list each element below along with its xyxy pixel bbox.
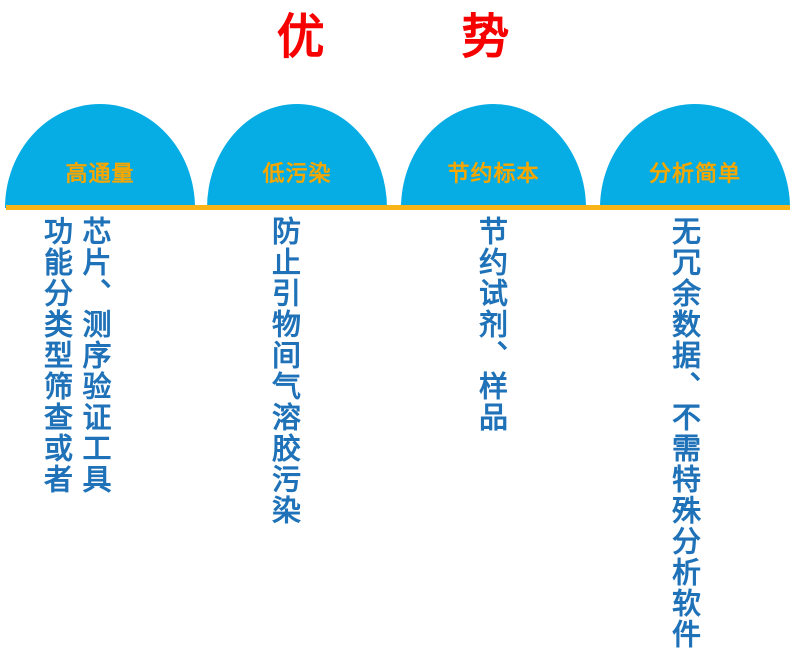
column-sample-saving: 节约试剂、样品: [474, 216, 509, 433]
arch-shape-2[interactable]: 低污染: [207, 104, 387, 208]
arch-label-2: 低污染: [262, 162, 332, 187]
vertical-text-line: 功能分类型筛查或者: [39, 216, 74, 495]
column-high-throughput: 芯片、测序验证工具 功能分类型筛查或者: [39, 216, 112, 495]
arch-shape-4[interactable]: 分析简单: [600, 104, 790, 208]
column-low-contamination: 防止引物间气溶胶污染: [267, 216, 302, 526]
baseline-divider: [6, 205, 790, 210]
slide-canvas: 优 势 高通量 低污染 节约标本 分析简单 芯片、测序验证工具 功能分类型筛查或…: [0, 9, 800, 650]
page-title: 优 势: [276, 9, 524, 65]
arch-label-4: 分析简单: [648, 162, 741, 187]
arch-shape-3[interactable]: 节约标本: [401, 104, 586, 208]
column-simple-analysis: 无冗余数据、不需特殊分析软件: [667, 216, 702, 650]
arch-shape-1[interactable]: 高通量: [5, 104, 195, 208]
vertical-text-line: 防止引物间气溶胶污染: [267, 216, 302, 526]
vertical-text-line: 节约试剂、样品: [474, 216, 509, 433]
vertical-text-line: 无冗余数据、不需特殊分析软件: [667, 216, 702, 650]
arch-label-1: 高通量: [65, 162, 135, 187]
arch-row: 高通量 低污染 节约标本 分析简单: [0, 104, 800, 208]
vertical-text-line: 芯片、测序验证工具: [77, 216, 112, 495]
arch-label-3: 节约标本: [447, 162, 540, 187]
